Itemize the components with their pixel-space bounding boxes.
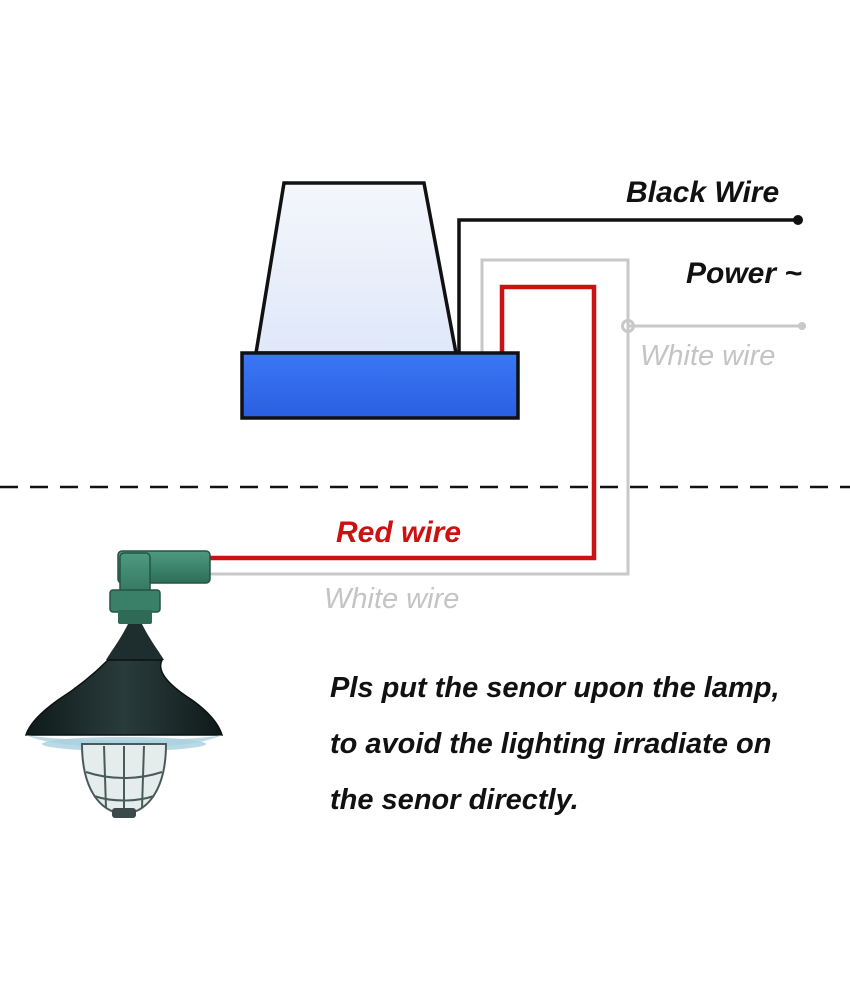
white-wire [208, 258, 806, 576]
note-line-1: Pls put the senor upon the lamp, [330, 672, 780, 704]
red-wire [206, 284, 597, 561]
power-label: Power ~ [686, 257, 802, 290]
note-line-3: the senor directly. [330, 784, 579, 816]
white-wire-label-bottom: White wire [324, 583, 460, 615]
installation-note: Pls put the senor upon the lamp, to avoi… [330, 668, 780, 836]
note-line-2: to avoid the lighting irradiate on [330, 728, 772, 760]
light-sensor [240, 181, 520, 420]
white-wire-label-top: White wire [640, 340, 776, 372]
black-wire [457, 215, 803, 352]
sensor-dome [253, 181, 459, 355]
black-wire-label: Black Wire [626, 176, 780, 209]
street-lamp [24, 550, 224, 818]
red-wire-label: Red wire [336, 516, 462, 549]
sensor-base [240, 351, 520, 420]
